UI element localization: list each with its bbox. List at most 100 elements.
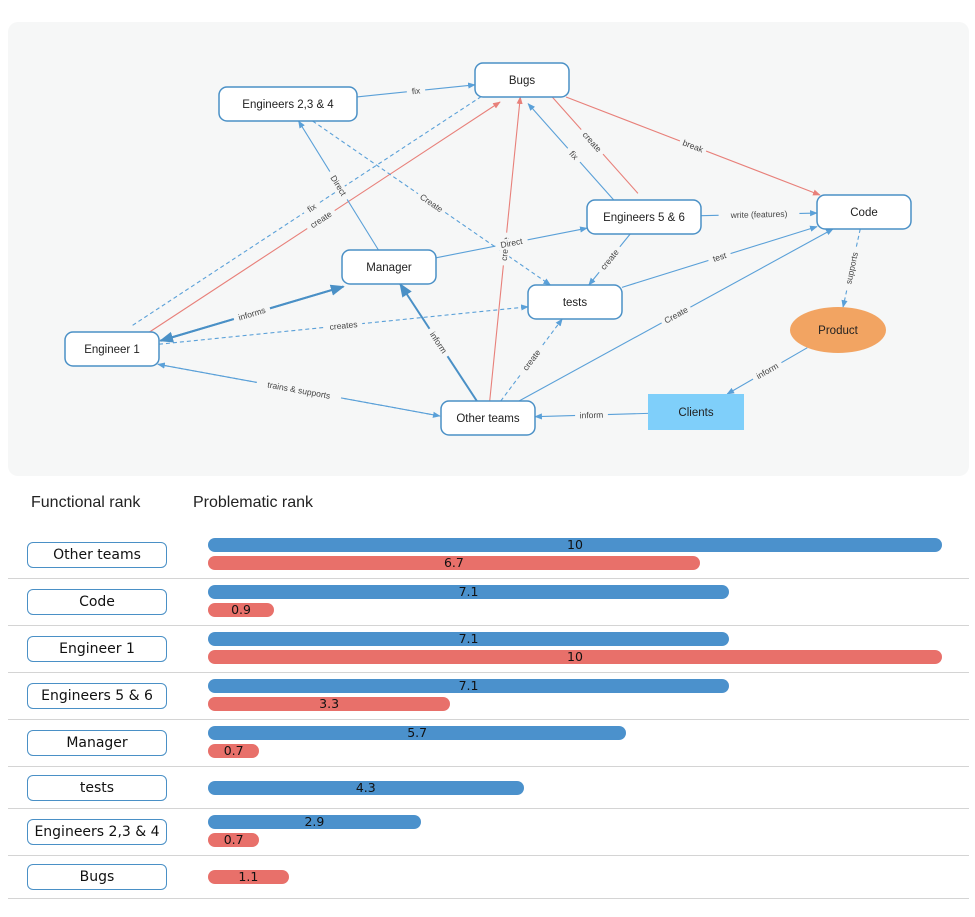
network-diagram: fixfixcreatecreatefixcreatebreakDirectCr… (64, 62, 912, 436)
edge-label: supports (843, 251, 860, 285)
node-shape (64, 331, 160, 367)
edge-label-bg (425, 326, 452, 359)
problematic-rank-bar: 6.7 (208, 555, 700, 570)
edge-label-bg (415, 189, 448, 217)
edge-label: inform (580, 410, 604, 421)
row-divider (8, 855, 969, 856)
rank-label-pill[interactable]: Manager (27, 730, 167, 756)
functional-rank-bar: 10 (208, 537, 942, 552)
node-others[interactable]: Other teams (440, 400, 536, 436)
problematic-rank-bar: 0.7 (208, 744, 260, 758)
edge-label: Create (418, 192, 445, 215)
rank-label-pill[interactable]: Code (27, 589, 167, 615)
edge-label-bg (301, 198, 323, 218)
node-clients[interactable]: Clients (648, 394, 744, 430)
edge-label: break (681, 138, 705, 155)
node-shape (586, 199, 702, 235)
node-shape (474, 62, 570, 98)
rank-label-pill[interactable]: Engineers 5 & 6 (27, 683, 167, 709)
edge-label-bg (678, 136, 708, 156)
row-divider (8, 766, 969, 767)
edge-label-bg (564, 144, 584, 166)
functional-rank-bar: 7.1 (208, 585, 730, 599)
node-shape (790, 307, 886, 353)
node-label: Engineer 1 (84, 344, 140, 356)
edge-label-bg (517, 343, 546, 377)
problematic-rank-bar: 1.1 (208, 870, 289, 884)
edge-label-bg (750, 358, 784, 384)
node-label: Bugs (509, 75, 535, 87)
node-eng234[interactable]: Engineers 2,3 & 4 (218, 86, 358, 122)
edge-label-bg (324, 318, 363, 333)
node-eng1[interactable]: Engineer 1 (64, 331, 160, 367)
node-shape (341, 249, 437, 285)
edge-label-bg (577, 126, 607, 158)
edge-labels: fixfixcreatecreatefixcreatebreakDirectCr… (232, 84, 862, 421)
edge-label-bg (325, 168, 352, 203)
edge-label-bg (659, 302, 693, 328)
row-divider (8, 808, 969, 809)
edge-label: inform (428, 330, 449, 355)
node-label: Clients (678, 407, 713, 419)
functional-rank-bar: 5.7 (208, 726, 627, 740)
problematic-rank-bar: 0.7 (208, 833, 260, 847)
edge-label: creates (329, 319, 358, 332)
node-label: Code (850, 207, 878, 219)
rank-label-pill[interactable]: Bugs (27, 864, 167, 890)
rank-label-pill[interactable]: Engineer 1 (27, 636, 167, 662)
edge-label: inform (755, 361, 780, 381)
edge-label-bg (255, 377, 342, 403)
functional-rank-header: Functional rank (31, 494, 141, 511)
rank-label-pill[interactable]: tests (27, 774, 167, 801)
node-bugs[interactable]: Bugs (474, 62, 570, 98)
edge-label: informs (237, 305, 267, 323)
edge-label: write (features) (730, 209, 788, 220)
functional-rank-bar: 7.1 (208, 632, 730, 646)
edge-label-bg (494, 234, 529, 252)
row-divider (8, 898, 969, 899)
node-label: tests (563, 297, 588, 309)
row-divider (8, 672, 969, 673)
functional-rank-bar: 4.3 (208, 780, 524, 795)
edge-label-bg (232, 303, 272, 324)
node-shape (440, 400, 536, 436)
node-label: Manager (366, 262, 412, 274)
problematic-rank-bar: 0.9 (208, 603, 275, 617)
edge-label-bg (304, 206, 338, 233)
edge-label-bg (574, 409, 609, 421)
node-tests[interactable]: tests (527, 284, 623, 320)
node-label: Other teams (456, 413, 520, 425)
graph-panel: fixfixcreatecreatefixcreatebreakDirectCr… (8, 22, 969, 476)
edge-label: trains & supports (267, 379, 332, 400)
node-manager[interactable]: Manager (341, 249, 437, 285)
edge-label: Direct (500, 236, 524, 250)
edge-label-bg (842, 246, 862, 290)
node-label: Engineers 5 & 6 (603, 212, 685, 224)
edge-code-to-product (841, 228, 861, 308)
edge-label-bg (595, 243, 624, 276)
row-divider (8, 719, 969, 720)
problematic-rank-bar: 3.3 (208, 697, 451, 711)
functional-rank-bar: 2.9 (208, 815, 421, 829)
node-shape (648, 394, 744, 430)
problematic-rank-header: Problematic rank (193, 494, 314, 511)
edge-eng1-to-bugs (132, 89, 492, 326)
node-code[interactable]: Code (816, 194, 912, 230)
edge-label-bg (706, 248, 733, 266)
node-label: Product (818, 325, 858, 337)
edge-label: test (711, 250, 728, 264)
node-shape (527, 284, 623, 320)
edge-label-bg (406, 84, 426, 97)
row-divider (8, 625, 969, 626)
rank-label-pill[interactable]: Other teams (27, 541, 167, 568)
functional-rank-bar: 7.1 (208, 679, 730, 693)
node-eng56[interactable]: Engineers 5 & 6 (586, 199, 702, 235)
node-shape (218, 86, 358, 122)
node-product[interactable]: Product (790, 307, 886, 353)
rank-label-pill[interactable]: Engineers 2,3 & 4 (27, 819, 167, 845)
node-shape (816, 194, 912, 230)
row-divider (8, 578, 969, 579)
edge-label: fix (411, 85, 421, 96)
edge-eng234-to-tests (312, 120, 551, 286)
